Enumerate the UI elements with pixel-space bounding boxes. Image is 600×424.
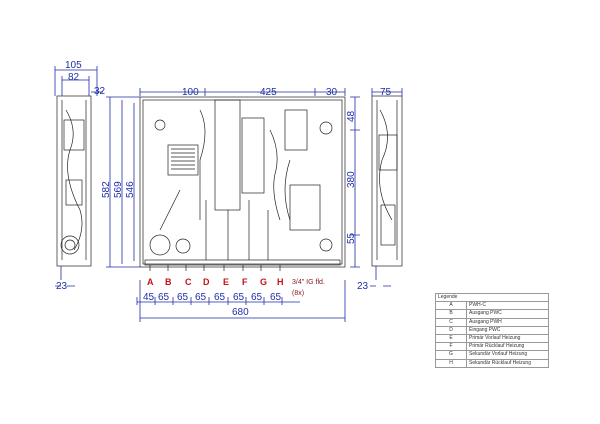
dim-spacing: 65 xyxy=(177,292,189,303)
front-view-dimensions xyxy=(106,88,360,322)
dim-spacing: 65 xyxy=(251,292,263,303)
legend-title: Legende xyxy=(435,292,549,303)
legend-label: Sekundär Vorlauf Heizung xyxy=(466,350,549,360)
dim-top-left: 100 xyxy=(182,87,199,98)
legend-key: H xyxy=(435,358,467,368)
right-view-dimensions xyxy=(370,88,403,287)
left-side-view xyxy=(56,95,92,267)
dim-right-view-bottom: 23 xyxy=(357,281,369,292)
connection-label-e: E xyxy=(223,277,229,287)
dim-total-width: 680 xyxy=(232,307,249,318)
dim-spacing: 65 xyxy=(195,292,207,303)
dim-spacing: 65 xyxy=(233,292,245,303)
connection-label-d: D xyxy=(203,277,210,287)
dim-left-width-total: 105 xyxy=(65,60,82,71)
connection-note-count: (8x) xyxy=(292,290,304,297)
legend-key: C xyxy=(435,317,467,327)
legend-label: Ausgang PWH xyxy=(466,317,549,327)
connection-label-g: G xyxy=(260,277,267,287)
dim-height-inner: 546 xyxy=(125,181,136,198)
connection-label-h: H xyxy=(277,277,284,287)
dim-height-mid: 569 xyxy=(113,181,124,198)
legend-label: Primär Vorlauf Heizung xyxy=(466,333,549,344)
legend-key: E xyxy=(435,333,467,344)
dim-spacing: 65 xyxy=(214,292,226,303)
right-side-view xyxy=(371,95,403,267)
dim-spacing: 65 xyxy=(158,292,170,303)
dim-top-right: 30 xyxy=(326,87,338,98)
dim-right-view-width: 75 xyxy=(380,87,392,98)
legend-label: Eingang PWC xyxy=(466,325,549,335)
dim-first-spacing: 45 xyxy=(143,292,155,303)
connection-label-c: C xyxy=(185,277,192,287)
legend-label: Ausgang PWC xyxy=(466,309,549,319)
dim-right-middle: 380 xyxy=(346,171,357,188)
dim-left-width-inner: 82 xyxy=(68,72,80,83)
connection-note: 3/4" IG fld. xyxy=(292,279,325,286)
front-view xyxy=(139,96,346,271)
dim-left-bottom: 23 xyxy=(56,281,68,292)
legend-key: G xyxy=(435,350,467,360)
dim-right-bottom: 55 xyxy=(346,232,357,244)
legend-label: PWH-C xyxy=(466,301,549,311)
legend-key: B xyxy=(435,309,467,319)
legend-label: Primär Rücklauf Heizung xyxy=(466,342,549,352)
dim-height-total: 582 xyxy=(101,181,112,198)
legend-key: F xyxy=(435,342,467,352)
legend-label: Sekundär Rücklauf Heizung xyxy=(466,358,549,368)
dim-top-middle: 425 xyxy=(260,87,277,98)
connection-labels: A B C D E F G H xyxy=(147,277,284,287)
connection-label-f: F xyxy=(242,277,248,287)
connection-label-a: A xyxy=(147,277,154,287)
dim-spacing: 65 xyxy=(270,292,282,303)
dim-left-offset: 32 xyxy=(94,86,106,97)
legend-key: A xyxy=(435,301,467,311)
connection-label-b: B xyxy=(165,277,172,287)
dim-right-top: 48 xyxy=(346,110,357,122)
left-view-dimensions xyxy=(54,66,103,287)
legend-key: D xyxy=(435,325,467,335)
